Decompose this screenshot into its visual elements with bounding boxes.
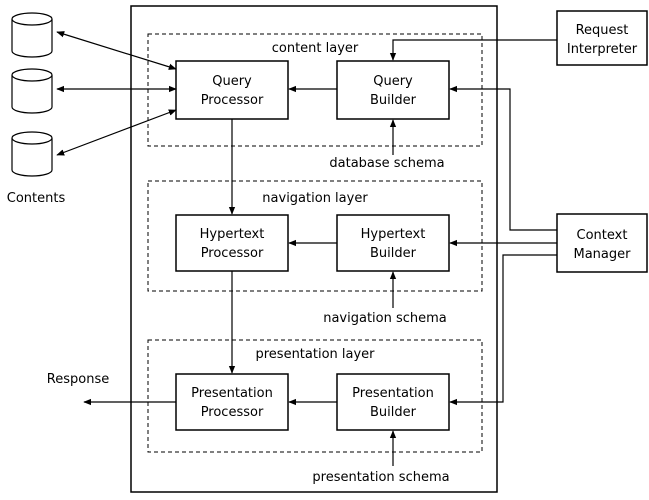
presentation-processor-line2: Processor — [201, 405, 264, 420]
system-boundary — [130, 5, 498, 493]
db3-link-arrow — [56, 109, 177, 156]
query-processor-box: Query Processor — [175, 60, 289, 120]
db1-link-arrow — [56, 31, 177, 70]
presentation-layer-frame — [147, 339, 483, 453]
hypertext-processor-line2: Processor — [201, 246, 264, 261]
content-layer-label: content layer — [272, 41, 359, 56]
response-label: Response — [47, 372, 109, 387]
navigation-layer-label: navigation layer — [262, 191, 368, 206]
hypertext-processor-box: Hypertext Processor — [175, 214, 289, 272]
navigation-schema-label: navigation schema — [323, 311, 447, 326]
presentation-builder-box: Presentation Builder — [336, 373, 450, 431]
query-builder-box: Query Builder — [336, 60, 450, 120]
query-processor-line2: Processor — [201, 93, 264, 108]
database-cylinder-1 — [11, 12, 53, 58]
hypertext-builder-box: Hypertext Builder — [336, 214, 450, 272]
context-manager-line2: Manager — [574, 247, 632, 262]
database-schema-label: database schema — [329, 156, 444, 171]
hypertext-builder-line1: Hypertext — [361, 227, 426, 242]
presentation-processor-box: Presentation Processor — [175, 373, 289, 431]
request-interpreter-box: Request Interpreter — [556, 10, 648, 66]
contents-label: Contents — [7, 191, 66, 206]
database-cylinder-2 — [11, 68, 53, 114]
presentation-schema-label: presentation schema — [312, 470, 449, 485]
request-interpreter-line1: Request — [576, 23, 629, 38]
context-manager-line1: Context — [577, 228, 628, 243]
hypertext-processor-line1: Hypertext — [200, 227, 265, 242]
query-builder-line1: Query — [373, 74, 413, 89]
navigation-layer-frame — [147, 180, 483, 292]
query-builder-line2: Builder — [370, 93, 417, 108]
presentation-builder-line1: Presentation — [352, 386, 434, 401]
context-to-qb-arrow — [449, 85, 557, 231]
presentation-processor-line1: Presentation — [191, 386, 273, 401]
context-manager-box: Context Manager — [556, 213, 648, 273]
presentation-layer-label: presentation layer — [255, 347, 375, 362]
request-interpreter-line2: Interpreter — [567, 42, 638, 57]
hypertext-builder-line2: Builder — [370, 246, 417, 261]
presentation-builder-line2: Builder — [370, 405, 417, 420]
context-to-pb-arrow — [449, 254, 557, 406]
query-processor-line1: Query — [212, 74, 252, 89]
database-cylinder-3 — [11, 131, 53, 177]
request-to-qb-arrow — [389, 39, 557, 61]
